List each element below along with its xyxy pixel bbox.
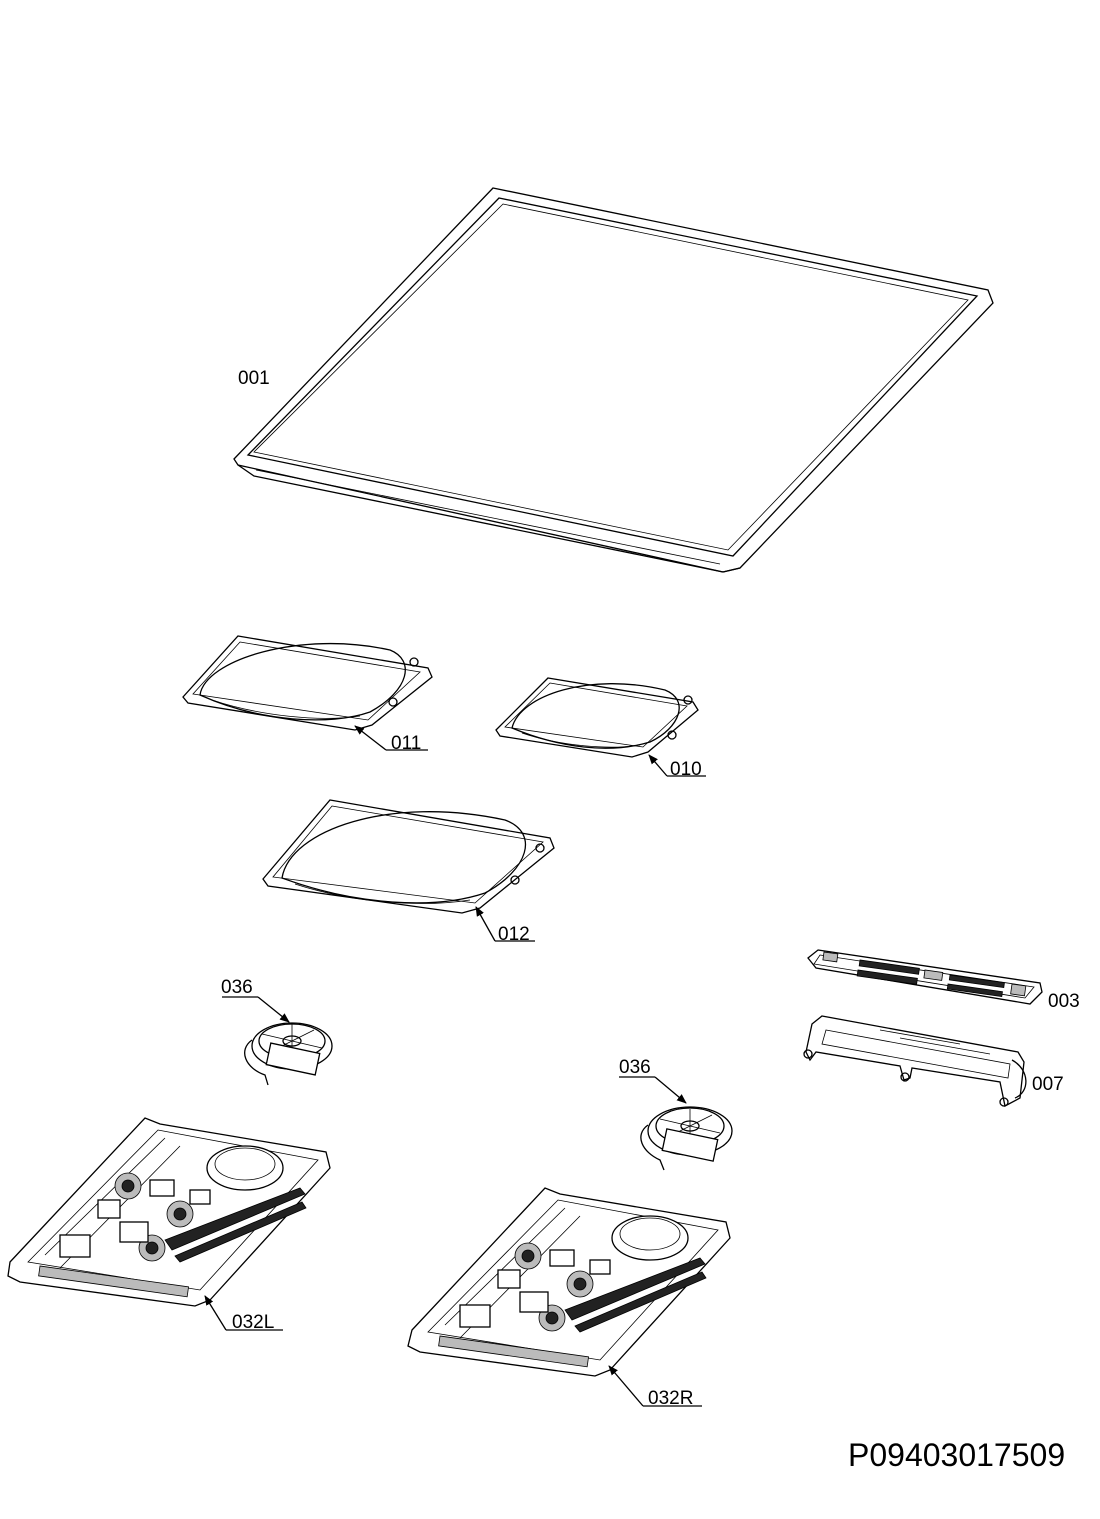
part-label-007: 007 [1032,1074,1064,1095]
part-label-036-right: 036 [619,1057,651,1078]
diagram-code: P09403017509 [848,1437,1065,1473]
control-frame-part-007 [803,1015,1027,1107]
fan-part-036-right [640,1106,733,1171]
power-board-part-032L [7,1117,331,1307]
control-board-part-003 [807,949,1043,1005]
part-label-003: 003 [1048,991,1080,1012]
part-label-032R: 032R [648,1388,693,1409]
part-label-001: 001 [238,368,270,389]
part-label-032L: 032L [232,1312,274,1333]
induction-coil-part-012 [262,799,555,914]
part-label-012: 012 [498,924,530,945]
part-label-036-left: 036 [221,977,253,998]
induction-coil-part-011 [182,635,433,731]
part-label-011: 011 [391,733,421,754]
power-board-part-032R [407,1187,731,1377]
part-label-010: 010 [670,759,702,780]
glass-top-part-001 [233,187,994,573]
fan-part-036-left [244,1022,333,1086]
induction-coil-part-010 [495,677,699,758]
